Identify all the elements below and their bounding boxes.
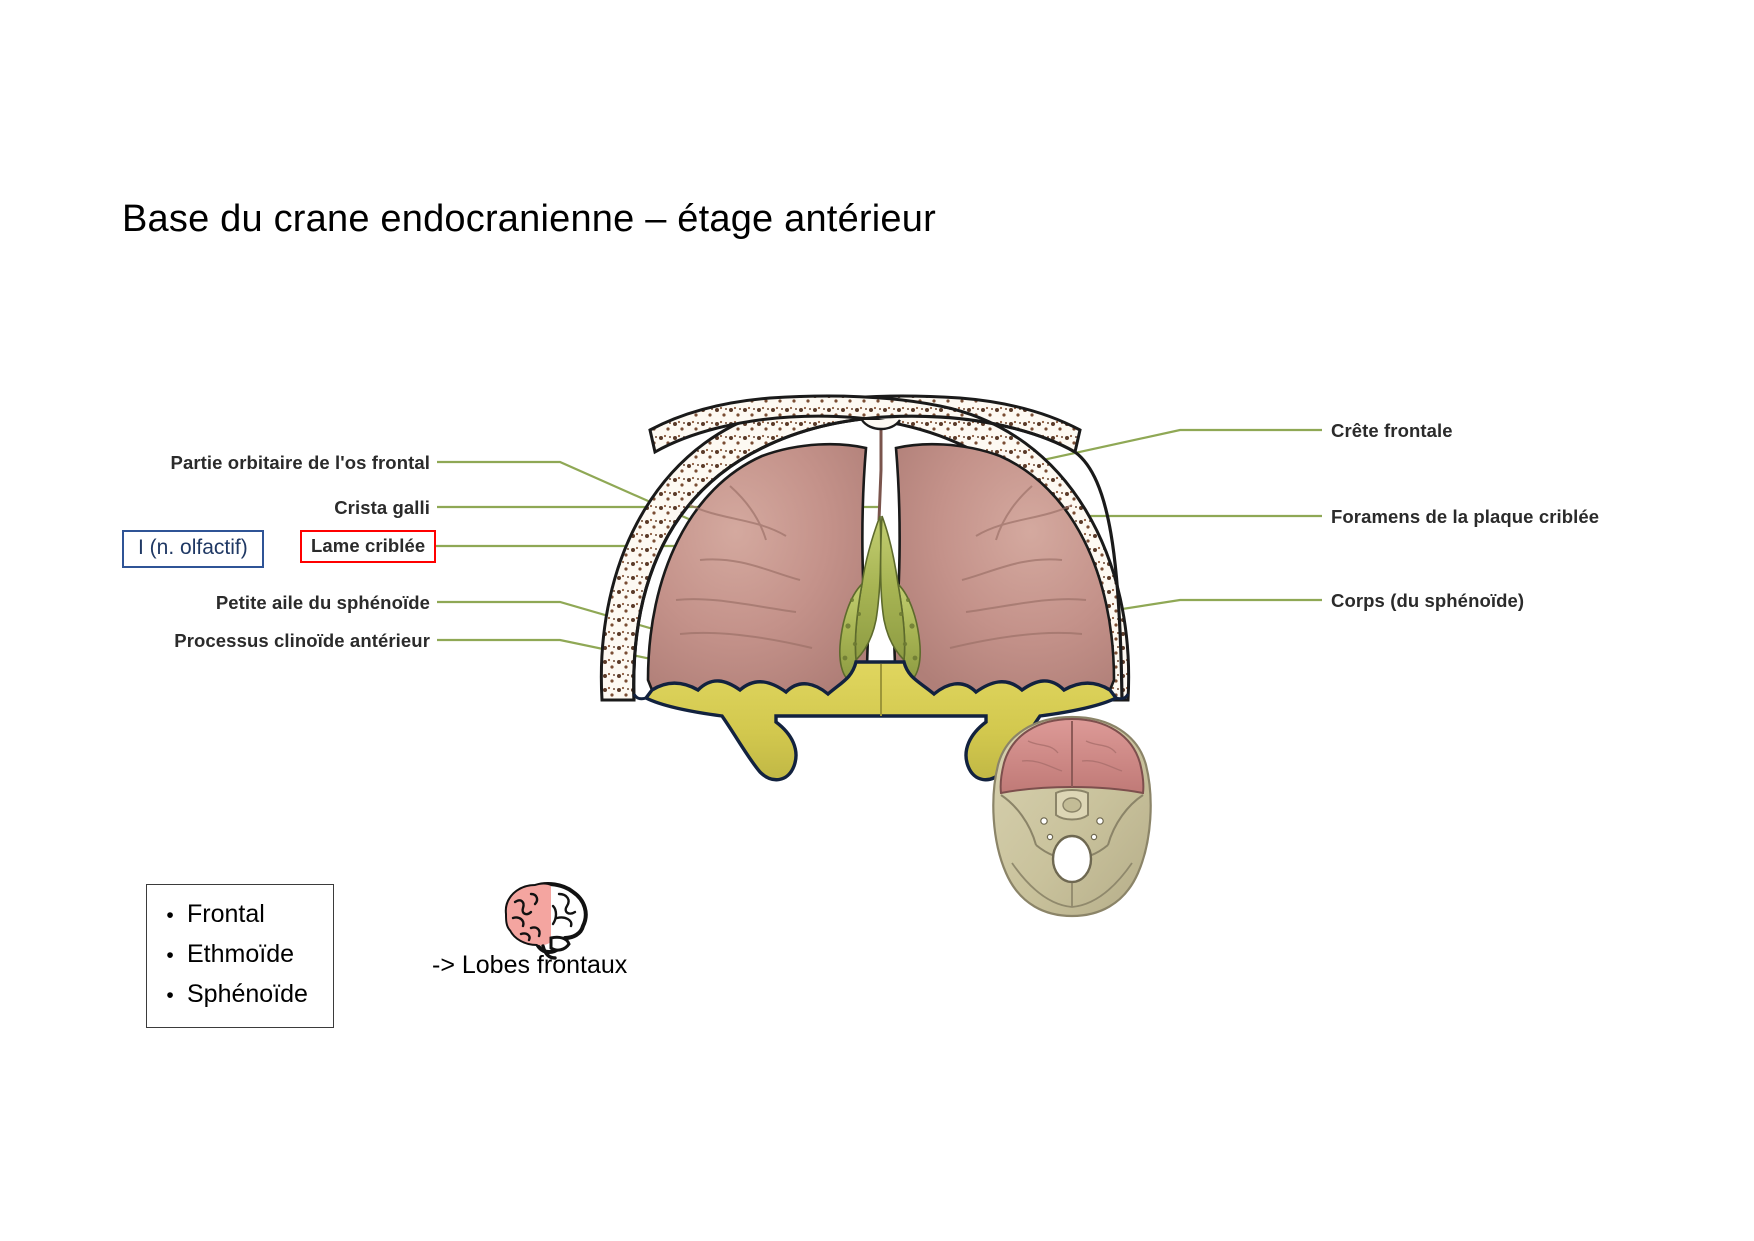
crista-galli-right (879, 515, 906, 662)
inner-table-outline (632, 414, 1124, 701)
list-item: • Sphénoïde (153, 975, 327, 1015)
cribriform-plate-left (839, 581, 864, 682)
label-corps-sphenoide: Corps (du sphénoïde) (1331, 590, 1525, 611)
label-processus-clinoide-anterieur: Processus clinoïde antérieur (174, 630, 430, 651)
annotation-box-nerf-olfactif: I (n. olfactif) (122, 530, 264, 568)
orbital-plate-right (892, 442, 1116, 697)
digital-impressions (675, 485, 1087, 649)
bones-list: • Frontal • Ethmoïde • Sphénoïde (153, 895, 327, 1015)
bullet-icon: • (166, 904, 174, 927)
bone-name: Sphénoïde (187, 980, 308, 1008)
bullet-icon: • (166, 944, 174, 967)
page-title: Base du crane endocranienne – étage anté… (122, 198, 936, 240)
label-crete-frontale: Crête frontale (1331, 420, 1453, 441)
list-item: • Ethmoïde (153, 935, 327, 975)
crista-galli (854, 515, 882, 662)
bullet-icon: • (166, 984, 174, 1007)
label-foramens-plaque-criblee: Foramens de la plaque criblée (1331, 506, 1600, 527)
brain-lateral-icon (504, 882, 588, 960)
lesser-wing-right (1115, 693, 1130, 701)
bones-list-box: • Frontal • Ethmoïde • Sphénoïde (146, 884, 334, 1028)
calvaria-diploe-ring-right (648, 394, 1131, 702)
bone-name: Frontal (187, 900, 265, 928)
list-item: • Frontal (153, 895, 327, 935)
leader-lines (400, 428, 1322, 692)
skull-base-superior-view-icon (992, 715, 1152, 918)
calvaria-diploe-ring (599, 394, 1082, 702)
label-crista-galli: Crista galli (334, 497, 430, 518)
lesser-wing-left (632, 693, 647, 701)
cribriform-foramina (842, 598, 918, 661)
bone-name: Ethmoïde (187, 940, 295, 968)
label-petite-aile-sphenoide: Petite aile du sphénoïde (215, 592, 430, 613)
frontal-crest (877, 430, 883, 521)
lobes-frontaux-caption: -> Lobes frontaux (432, 951, 628, 979)
frontal-crest-notch (861, 419, 901, 431)
cribriform-plate-right (896, 581, 921, 682)
label-partie-orbitaire-os-frontal: Partie orbitaire de l'os frontal (170, 452, 430, 473)
label-lame-criblee-highlighted: Lame criblée (300, 530, 437, 563)
orbital-plate-left (646, 442, 870, 697)
